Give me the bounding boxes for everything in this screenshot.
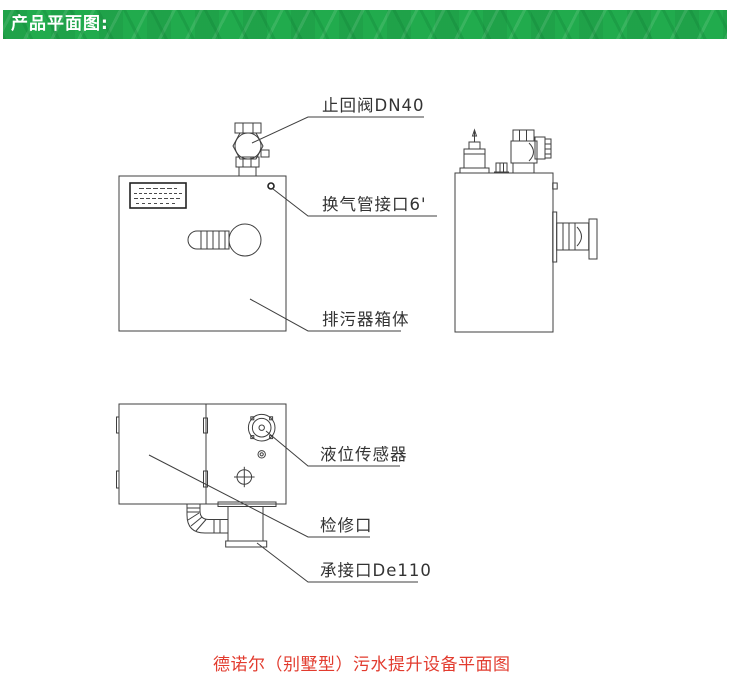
elbow-pipe-drawing — [186, 504, 228, 534]
section-header-bar: 产品平面图: — [3, 10, 727, 39]
callout-check-valve: 止回阀DN40 — [251, 96, 425, 144]
nameplate — [129, 182, 187, 209]
small-fitting-drawing — [257, 450, 266, 459]
vent-hole — [267, 182, 275, 190]
callout-label-vent-pipe-connector: 换气管接口6' — [322, 195, 427, 214]
callout-label-liquid-level-sensor: 液位传感器 — [320, 445, 408, 464]
callout-inspection-port: 检修口 — [148, 454, 373, 538]
front-view-drawing — [118, 122, 287, 332]
pump-drawing — [187, 223, 262, 257]
level-sensor-drawing — [247, 413, 276, 442]
figure-caption: 德诺尔（别墅型）污水提升设备平面图 — [213, 655, 511, 675]
callout-label-check-valve: 止回阀DN40 — [322, 96, 425, 115]
callout-sewage-tank-body: 排污器箱体 — [249, 298, 410, 332]
top-view-drawing — [116, 403, 287, 548]
technical-drawing: 止回阀DN40 换气管接口6' 排污器箱体 液位传感器 检修口 承接口De110 — [116, 96, 598, 583]
callout-label-inspection-port: 检修口 — [320, 516, 373, 535]
callout-vent-pipe-connector: 换气管接口6' — [272, 188, 437, 217]
callout-liquid-level-sensor: 液位传感器 — [265, 430, 408, 467]
bolt-drawing — [494, 162, 509, 173]
sensor-gland-drawing — [459, 128, 490, 174]
check-valve-drawing — [232, 122, 270, 177]
outlet-pipe-drawing — [552, 182, 598, 263]
callout-label-sewage-tank-body: 排污器箱体 — [322, 310, 410, 329]
callouts: 止回阀DN40 换气管接口6' 排污器箱体 液位传感器 检修口 承接口De110 — [148, 96, 437, 583]
side-view-drawing — [454, 128, 598, 333]
callout-socket-connector: 承接口De110 — [256, 542, 432, 583]
socket-drawing — [217, 501, 277, 548]
screw-head-drawing — [234, 466, 255, 488]
section-title: 产品平面图: — [11, 14, 109, 34]
check-valve-side-drawing — [510, 129, 552, 174]
callout-label-socket-connector: 承接口De110 — [320, 561, 432, 580]
